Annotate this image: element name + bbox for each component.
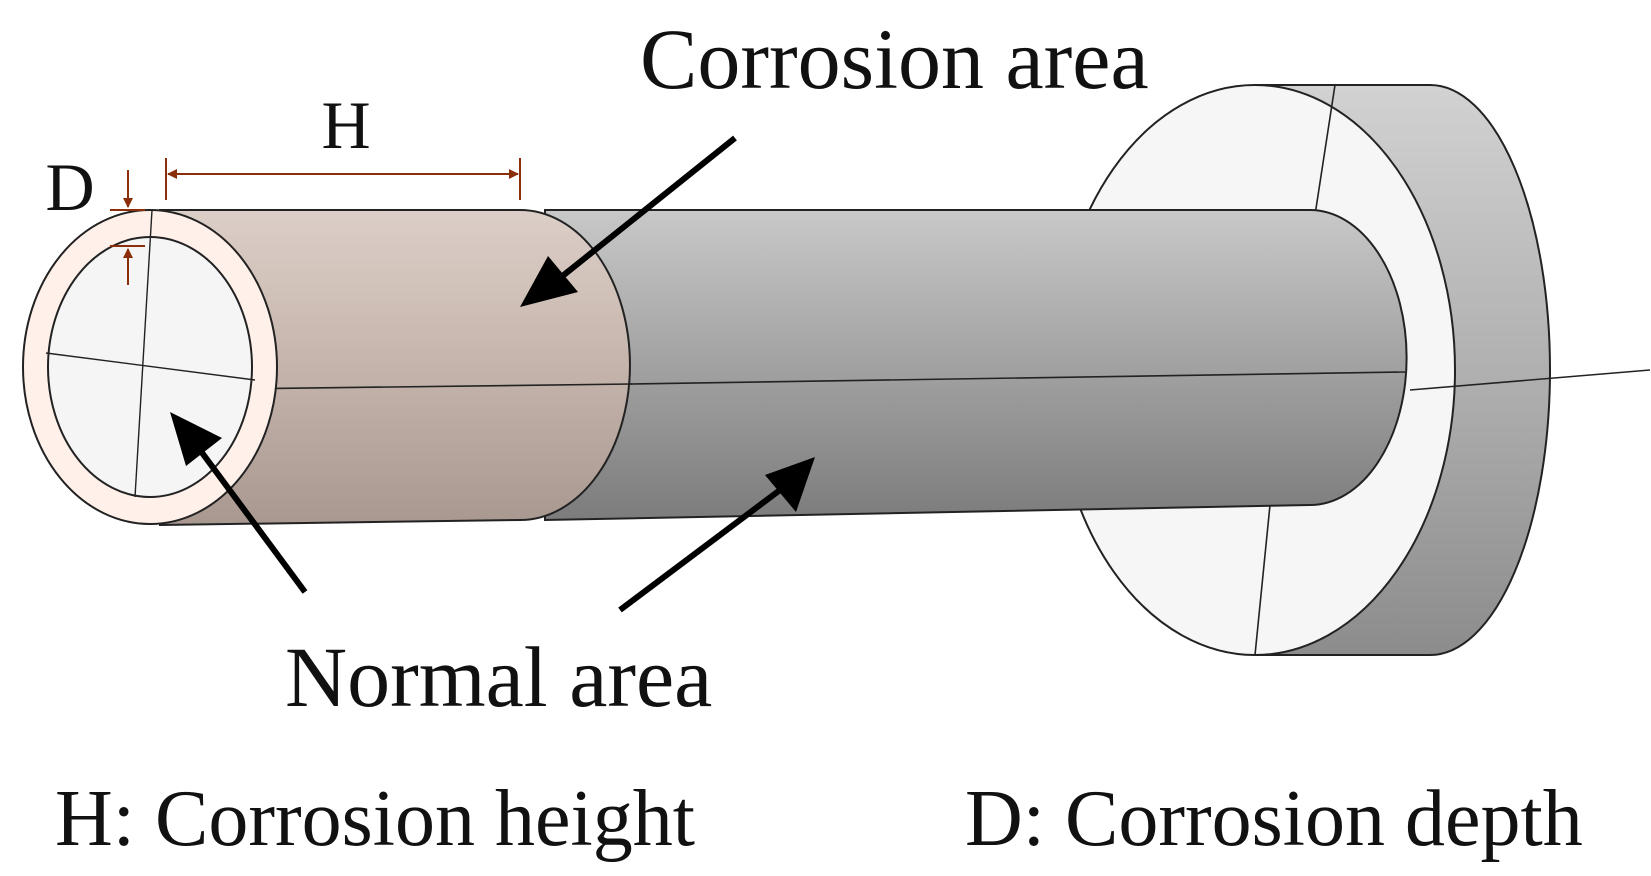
normal-area-section — [544, 209, 1408, 522]
dimension-d-label: D — [45, 149, 94, 225]
dimension-h: H — [165, 87, 521, 200]
normal-shaft-body — [544, 209, 1408, 522]
normal-arrow-head-left — [170, 412, 222, 466]
dimension-h-label: H — [321, 87, 370, 163]
corrosion-arrow-head — [520, 256, 578, 307]
corrosion-area-label: Corrosion area — [640, 11, 1149, 107]
shaft-end-face — [22, 209, 278, 525]
dimension-d: D — [45, 149, 145, 285]
normal-area-label: Normal area — [285, 629, 712, 725]
normal-arrow-head-right — [765, 457, 815, 512]
callout-arrows — [170, 135, 815, 613]
corrosion-shaft-body — [159, 209, 631, 527]
legend-h: H: Corrosion height — [55, 775, 695, 863]
legend-d: D: Corrosion depth — [965, 775, 1583, 863]
